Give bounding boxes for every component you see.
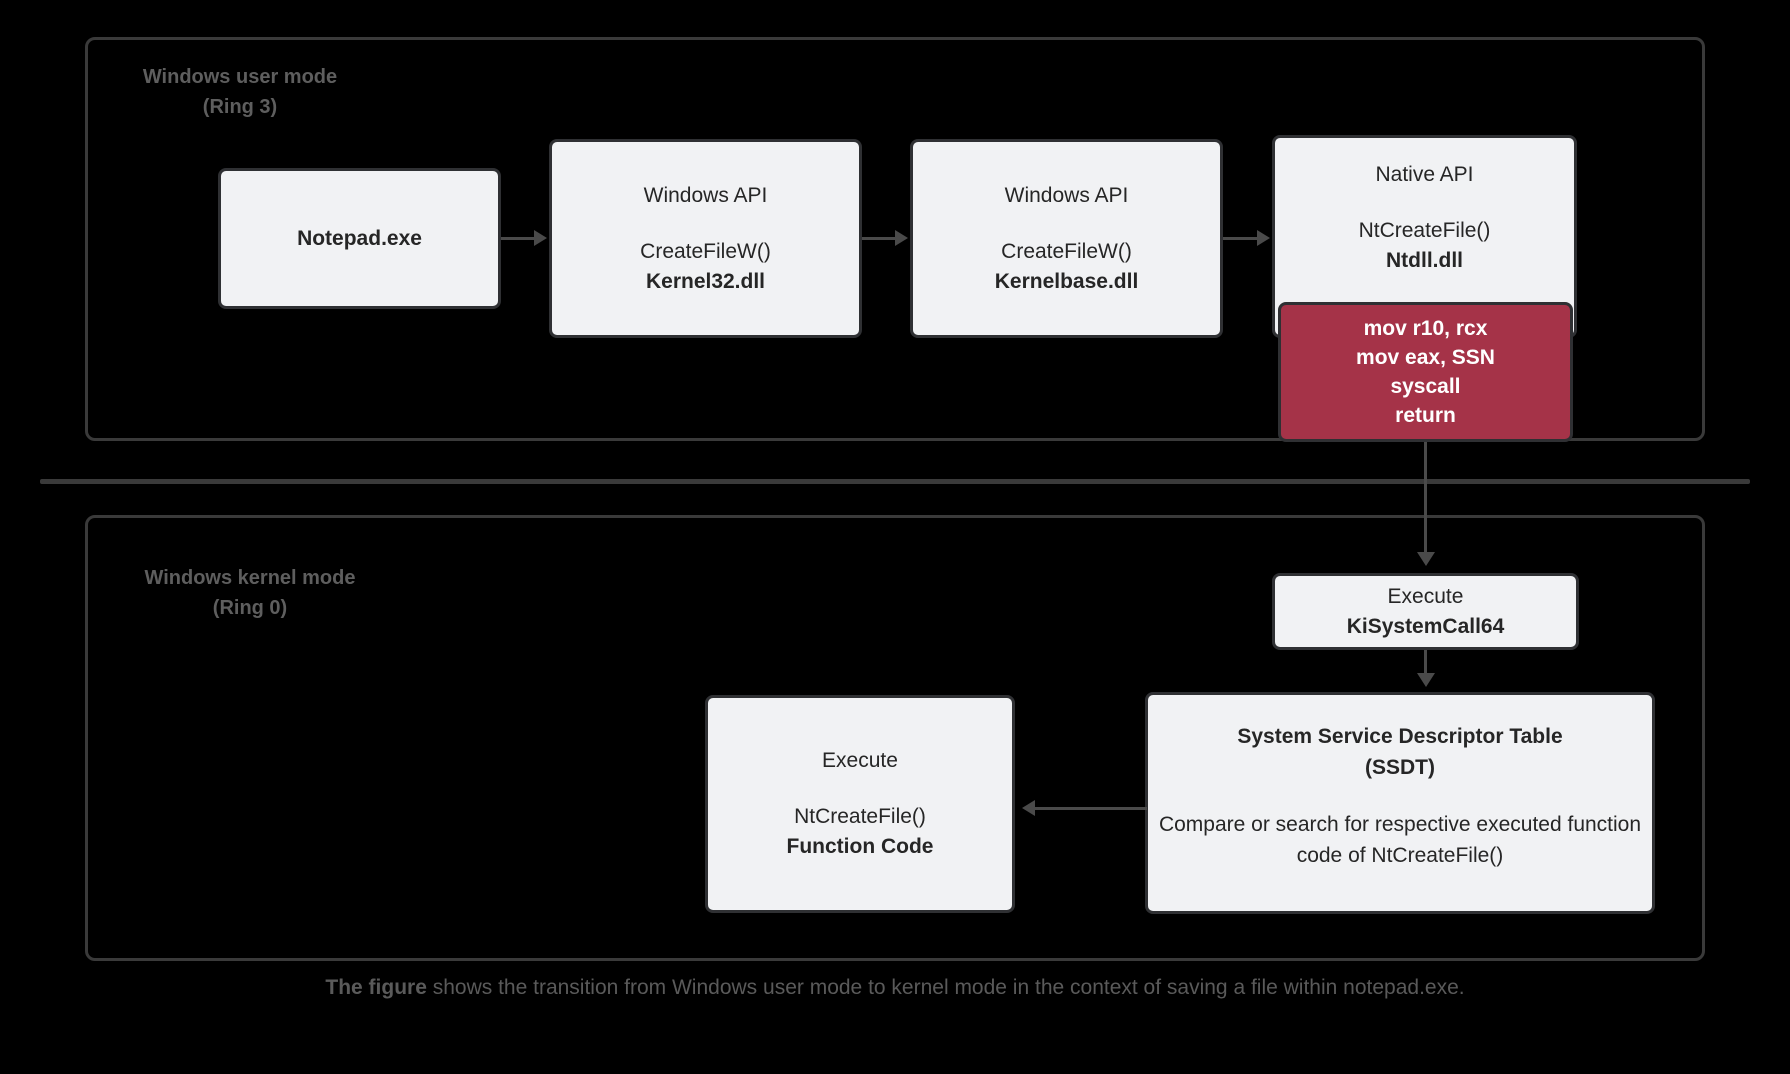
node-kernel32-heading: Windows API: [643, 183, 768, 207]
node-ntdll-module: Ntdll.dll: [1386, 249, 1463, 272]
node-kernelbase-dll[interactable]: Windows API CreateFileW() Kernelbase.dll: [910, 139, 1223, 338]
connector-syscall-to-kisystemcall64: [1424, 442, 1427, 555]
node-notepad-title: Notepad.exe: [297, 226, 422, 250]
arrowhead-syscall-to-kisystemcall64-icon: [1417, 552, 1435, 566]
node-kernel32-module: Kernel32.dll: [645, 269, 766, 293]
node-ssdt-title-line2: (SSDT): [1365, 756, 1435, 779]
arrowhead-kernel32-to-kernelbase-icon: [895, 230, 908, 246]
node-ssdt[interactable]: System Service Descriptor Table (SSDT) C…: [1145, 692, 1655, 914]
node-function-code[interactable]: Execute NtCreateFile() Function Code: [705, 695, 1015, 913]
node-kernel32-dll[interactable]: Windows API CreateFileW() Kernel32.dll: [549, 139, 862, 338]
arrowhead-kernelbase-to-ntdll-icon: [1257, 230, 1270, 246]
figure-caption: The figure shows the transition from Win…: [0, 974, 1790, 1002]
figure-caption-rest: shows the transition from Windows user m…: [426, 976, 1465, 999]
syscall-instruction-return: return: [1395, 404, 1456, 427]
connector-kernel32-to-kernelbase: [862, 237, 897, 240]
syscall-instruction-mov-r10: mov r10, rcx: [1363, 317, 1488, 340]
node-kisystemcall64[interactable]: Execute KiSystemCall64: [1272, 573, 1579, 650]
region-windows-kernel-mode: [85, 515, 1705, 961]
connector-kernelbase-to-ntdll: [1223, 237, 1259, 240]
user-kernel-mode-divider: [40, 479, 1750, 484]
connector-kisystemcall64-to-ssdt: [1424, 650, 1427, 675]
node-kernel32-function: CreateFileW(): [640, 239, 771, 263]
node-syscall-stub[interactable]: mov r10, rcx mov eax, SSN syscall return: [1278, 302, 1573, 442]
region-windows-user-mode: [85, 37, 1705, 441]
node-kernelbase-module: Kernelbase.dll: [994, 269, 1139, 293]
node-ssdt-description: Compare or search for respective execute…: [1158, 813, 1642, 867]
node-kisystemcall64-action: Execute: [1387, 584, 1464, 608]
arrowhead-ssdt-to-function-code-icon: [1022, 800, 1035, 816]
figure-caption-strong: The figure: [325, 976, 427, 999]
node-ntdll-heading: Native API: [1375, 163, 1474, 186]
arrowhead-kisystemcall64-to-ssdt-icon: [1417, 673, 1435, 687]
node-function-code-function: NtCreateFile(): [794, 805, 926, 828]
syscall-instruction-mov-eax: mov eax, SSN: [1356, 346, 1495, 369]
node-ntdll-function: NtCreateFile(): [1358, 219, 1491, 242]
node-kernelbase-function: CreateFileW(): [1001, 239, 1132, 263]
node-function-code-action: Execute: [822, 749, 898, 772]
node-function-code-label: Function Code: [786, 835, 934, 858]
syscall-instruction-syscall: syscall: [1390, 375, 1461, 398]
node-kisystemcall64-target: KiSystemCall64: [1346, 614, 1505, 638]
node-ssdt-title-line1: System Service Descriptor Table: [1237, 725, 1563, 748]
arrowhead-notepad-to-kernel32-icon: [534, 230, 547, 246]
connector-notepad-to-kernel32: [501, 237, 536, 240]
node-notepad-exe[interactable]: Notepad.exe: [218, 168, 501, 309]
node-kernelbase-heading: Windows API: [1004, 183, 1129, 207]
connector-ssdt-to-function-code: [1035, 807, 1147, 810]
